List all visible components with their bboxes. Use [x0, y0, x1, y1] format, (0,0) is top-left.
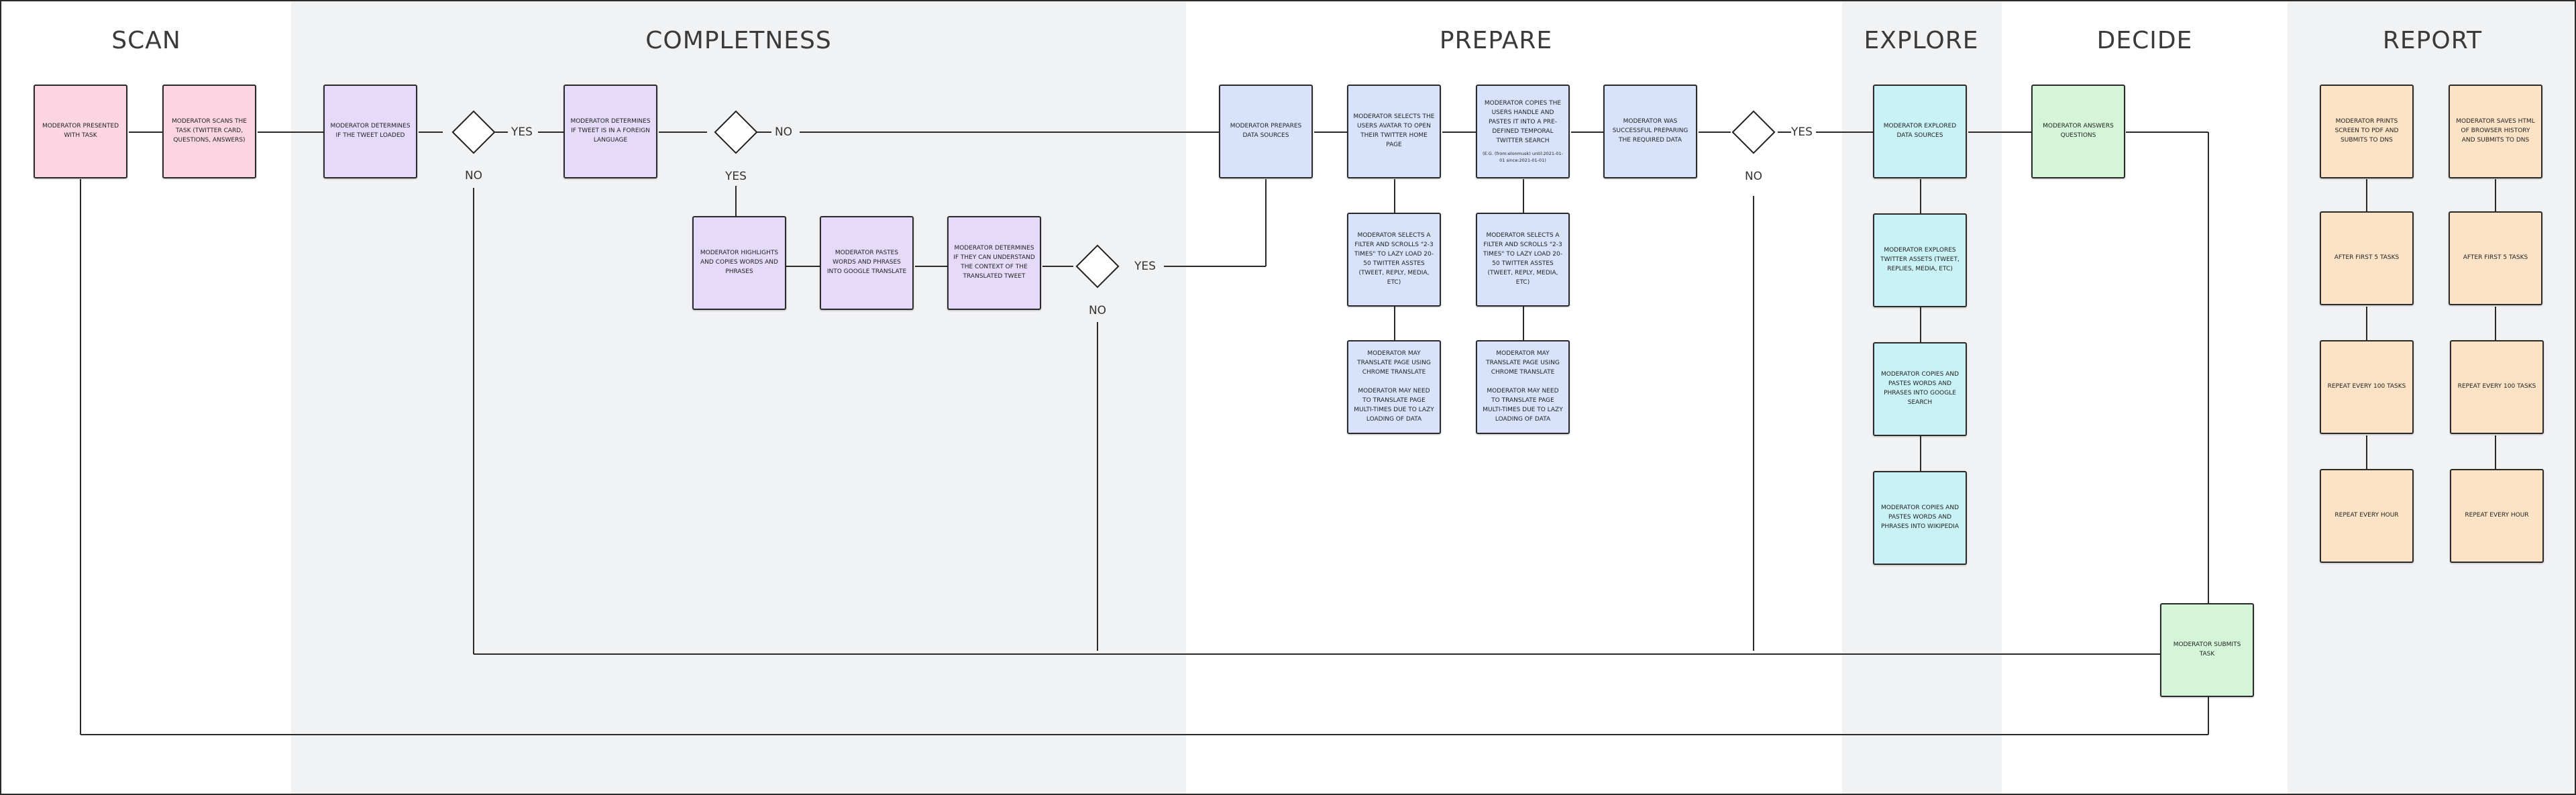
phase-title-report: REPORT — [2382, 27, 2483, 54]
node-filter-scroll-b: MODERATOR SELECTS A FILTER AND SCROLLS "… — [1476, 213, 1570, 307]
node-text: MODERATOR SAVES HTML OF BROWSER HISTORY … — [2456, 118, 2535, 144]
label-yes-tweet-loaded: YES — [511, 125, 533, 139]
node-prints-screen: MODERATOR PRINTS SCREEN TO PDF AND SUBMI… — [2320, 85, 2414, 178]
node-selects-avatar: MODERATOR SELECTS THE USERS AVATAR TO OP… — [1347, 85, 1441, 178]
node-foreign-language: MODERATOR DETERMINES IF TWEET IS IN A FO… — [564, 85, 657, 178]
node-wikipedia: MODERATOR COPIES AND PASTES WORDS AND PH… — [1873, 471, 1967, 565]
node-chrome-translate-a: MODERATOR MAY TRANSLATE PAGE USING CHROM… — [1347, 340, 1441, 434]
node-text: MODERATOR PREPARES DATA SOURCES — [1230, 123, 1302, 139]
node-text: MODERATOR SUBMITS TASK — [2173, 641, 2241, 657]
node-submits-task: MODERATOR SUBMITS TASK — [2160, 603, 2254, 697]
node-text: MODERATOR PRESENTED WITH TASK — [42, 123, 119, 139]
phase-title-decide: DECIDE — [2096, 27, 2193, 54]
phase-title-prepare: PREPARE — [1439, 27, 1553, 54]
node-every-100-a: REPEAT EVERY 100 TASKS — [2320, 340, 2414, 434]
node-text: REPEAT EVERY HOUR — [2334, 512, 2399, 519]
label-yes-foreign: YES — [725, 170, 747, 183]
node-text: MODERATOR MAY NEED TO TRANSLATE PAGE MUL… — [1483, 388, 1563, 423]
node-subtext: (E.G. (from:elonmusk) until:2021-01-01 s… — [1483, 150, 1563, 163]
node-text: MODERATOR ANSWERS QUESTIONS — [2043, 123, 2114, 139]
node-text: REPEAT EVERY 100 TASKS — [2327, 383, 2406, 390]
node-text: MODERATOR COPIES AND PASTES WORDS AND PH… — [1880, 371, 1960, 406]
node-moderator-scans-task: MODERATOR SCANS THE TASK (TWITTER CARD, … — [162, 85, 256, 178]
node-every-100-b: REPEAT EVERY 100 TASKS — [2450, 340, 2544, 434]
node-answers-questions: MODERATOR ANSWERS QUESTIONS — [2031, 85, 2125, 178]
node-text: MODERATOR MAY TRANSLATE PAGE USING CHROM… — [1357, 350, 1431, 376]
node-text: REPEAT EVERY 100 TASKS — [2457, 383, 2536, 390]
node-explored-sources: MODERATOR EXPLORED DATA SOURCES — [1873, 85, 1967, 178]
node-text: MODERATOR HIGHLIGHTS AND COPIES WORDS AN… — [700, 250, 779, 275]
node-filter-scroll-a: MODERATOR SELECTS A FILTER AND SCROLLS "… — [1347, 213, 1441, 307]
node-prepares-data-sources: MODERATOR PREPARES DATA SOURCES — [1219, 85, 1313, 178]
node-copies-handle: MODERATOR COPIES THE USERS HANDLE AND PA… — [1476, 85, 1570, 178]
node-explores-assets: MODERATOR EXPLORES TWITTER ASSETS (TWEET… — [1873, 213, 1967, 307]
label-no-foreign: NO — [774, 125, 793, 139]
node-text: REPEAT EVERY HOUR — [2465, 512, 2529, 519]
node-text: MODERATOR PRINTS SCREEN TO PDF AND SUBMI… — [2334, 118, 2399, 144]
node-text: MODERATOR EXPLORES TWITTER ASSETS (TWEET… — [1880, 247, 1960, 272]
node-text: AFTER FIRST 5 TASKS — [2463, 254, 2528, 262]
node-text: MODERATOR DETERMINES IF THE TWEET LOADED — [330, 123, 411, 139]
node-text: MODERATOR SELECTS A FILTER AND SCROLLS "… — [1483, 232, 1562, 286]
node-saves-html: MODERATOR SAVES HTML OF BROWSER HISTORY … — [2449, 85, 2542, 178]
node-text: MODERATOR EXPLORED DATA SOURCES — [1883, 123, 1957, 139]
node-google-search: MODERATOR COPIES AND PASTES WORDS AND PH… — [1873, 342, 1967, 436]
node-understand-context: MODERATOR DETERMINES IF THEY CAN UNDERST… — [947, 216, 1041, 310]
node-text: MODERATOR MAY TRANSLATE PAGE USING CHROM… — [1486, 350, 1560, 376]
label-no-understand: NO — [1088, 304, 1107, 317]
node-text: MODERATOR SELECTS THE USERS AVATAR TO OP… — [1353, 113, 1435, 148]
phase-title-completeness: COMPLETNESS — [645, 27, 832, 54]
node-every-hour-b: REPEAT EVERY HOUR — [2450, 469, 2544, 563]
label-yes-successful: YES — [1791, 125, 1813, 139]
phase-title-scan: SCAN — [111, 27, 181, 54]
label-no-tweet-loaded: NO — [464, 169, 483, 182]
node-tweet-loaded: MODERATOR DETERMINES IF THE TWEET LOADED — [323, 85, 417, 178]
node-text: MODERATOR MAY NEED TO TRANSLATE PAGE MUL… — [1354, 388, 1434, 423]
label-no-successful: NO — [1744, 170, 1763, 183]
node-every-hour-a: REPEAT EVERY HOUR — [2320, 469, 2414, 563]
node-successful-preparing: MODERATOR WAS SUCCESSFUL PREPARING THE R… — [1603, 85, 1697, 178]
node-text: MODERATOR COPIES THE USERS HANDLE AND PA… — [1484, 100, 1562, 144]
node-text: MODERATOR SELECTS A FILTER AND SCROLLS "… — [1354, 232, 1434, 286]
node-text: MODERATOR PASTES WORDS AND PHRASES INTO … — [826, 250, 907, 275]
node-pastes-translate: MODERATOR PASTES WORDS AND PHRASES INTO … — [820, 216, 914, 310]
node-text: AFTER FIRST 5 TASKS — [2334, 254, 2400, 262]
label-yes-understand: YES — [1134, 260, 1156, 273]
node-after-5-b: AFTER FIRST 5 TASKS — [2449, 211, 2542, 305]
node-text: MODERATOR DETERMINES IF THEY CAN UNDERST… — [953, 245, 1035, 280]
node-text: MODERATOR WAS SUCCESSFUL PREPARING THE R… — [1612, 118, 1688, 144]
node-after-5-a: AFTER FIRST 5 TASKS — [2320, 211, 2414, 305]
node-text: MODERATOR DETERMINES IF TWEET IS IN A FO… — [570, 118, 651, 144]
node-chrome-translate-b: MODERATOR MAY TRANSLATE PAGE USING CHROM… — [1476, 340, 1570, 434]
node-text: MODERATOR SCANS THE TASK (TWITTER CARD, … — [172, 118, 247, 144]
phase-title-explore: EXPLORE — [1864, 27, 1979, 54]
node-moderator-presented: MODERATOR PRESENTED WITH TASK — [34, 85, 127, 178]
node-highlights-copies: MODERATOR HIGHLIGHTS AND COPIES WORDS AN… — [692, 216, 786, 310]
node-text: MODERATOR COPIES AND PASTES WORDS AND PH… — [1880, 505, 1960, 530]
